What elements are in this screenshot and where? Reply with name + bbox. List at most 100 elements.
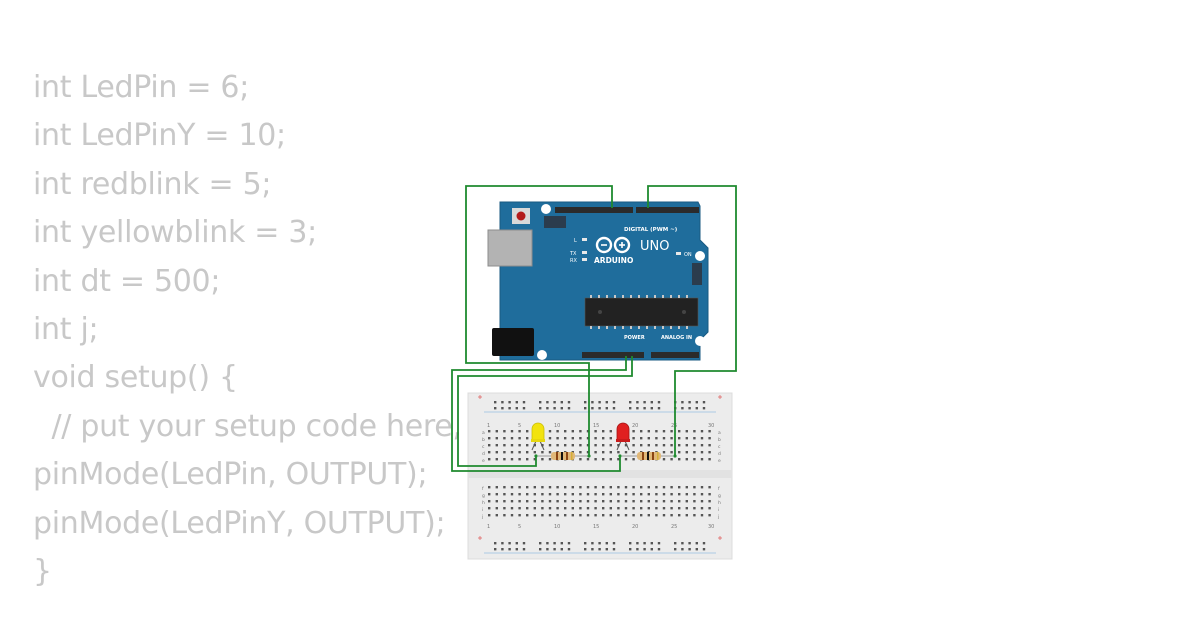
breadboard-hole — [700, 451, 704, 454]
breadboard-hole — [605, 548, 608, 551]
breadboard-hole — [584, 407, 587, 410]
mount-hole — [695, 336, 705, 346]
breadboard-hole — [586, 444, 590, 447]
row-letter: d — [482, 451, 485, 457]
breadboard-hole — [598, 548, 601, 551]
breadboard-hole — [647, 430, 650, 433]
breadboard-hole — [632, 486, 635, 489]
breadboard-hole — [609, 444, 612, 447]
breadboard-hole — [643, 548, 646, 551]
row-letter: j — [481, 514, 483, 520]
breadboard-hole — [693, 486, 696, 489]
breadboard-hole — [647, 500, 650, 503]
row-letter: j — [717, 514, 719, 520]
breadboard-hole — [602, 486, 605, 489]
breadboard-hole — [708, 444, 711, 447]
breadboard-hole — [526, 437, 529, 440]
rail-markers — [478, 395, 722, 554]
breadboard-hole — [533, 514, 536, 517]
breadboard-hole — [591, 548, 594, 551]
breadboard-hole — [579, 451, 582, 454]
breadboard-hole — [495, 451, 498, 454]
breadboard-hole — [640, 514, 643, 517]
breadboard-hole — [670, 493, 673, 496]
breadboard-hole — [640, 437, 643, 440]
breadboard-hole — [571, 430, 574, 433]
breadboard-hole — [702, 548, 706, 551]
breadboard-hole — [678, 444, 681, 447]
breadboard-hole — [643, 401, 646, 404]
circuit-diagram: 1 5 10 15 20 25 30 1 5 10 15 20 25 30 a … — [451, 185, 737, 560]
breadboard-hole — [702, 401, 706, 404]
breadboard-hole — [700, 493, 704, 496]
digital-header-label: DIGITAL (PWM ~) — [624, 227, 678, 233]
resistor — [622, 452, 673, 460]
breadboard-hole — [602, 437, 605, 440]
breadboard-hole — [700, 486, 704, 489]
breadboard-hole — [539, 401, 542, 404]
breadboard-hole — [598, 542, 601, 545]
breadboard-hole — [541, 451, 544, 454]
breadboard-hole — [640, 507, 643, 510]
code-line: int LedPin = 6; — [33, 70, 250, 105]
breadboard-hole — [670, 437, 673, 440]
breadboard-hole — [564, 514, 567, 517]
breadboard-hole — [586, 493, 590, 496]
analog-header — [651, 352, 699, 358]
breadboard-hole — [579, 486, 582, 489]
arduino-logo-icon — [595, 236, 631, 254]
breadboard-hole — [510, 444, 514, 447]
on-led — [676, 252, 681, 255]
arduino-uno-board: UNO ARDUINO DIGITAL (PWM ~) POWER ANALOG… — [487, 201, 709, 361]
code-line: int LedPinY = 10; — [33, 118, 286, 154]
column-number: 15 — [593, 524, 599, 530]
breadboard-hole — [515, 548, 518, 551]
breadboard-hole — [533, 444, 536, 447]
breadboard-hole — [510, 451, 514, 454]
breadboard-hole — [526, 451, 529, 454]
breadboard-hole — [510, 458, 514, 461]
wire-ends — [534, 454, 677, 458]
breadboard-hole — [488, 458, 491, 461]
breadboard-hole — [594, 514, 597, 517]
breadboard-hole — [662, 430, 666, 433]
breadboard-hole — [708, 514, 711, 517]
breadboard-hole — [508, 407, 511, 410]
breadboard-hole — [533, 507, 536, 510]
breadboard-hole — [579, 444, 582, 447]
breadboard-hole — [702, 542, 706, 545]
breadboard-hole — [602, 514, 605, 517]
breadboard-hole — [632, 514, 635, 517]
breadboard-hole — [571, 507, 574, 510]
breadboard-hole — [702, 407, 706, 410]
breadboard-hole — [522, 548, 526, 551]
breadboard-hole — [553, 548, 556, 551]
breadboard-hole — [693, 451, 696, 454]
breadboard-hole — [518, 437, 521, 440]
breadboard-hole — [501, 401, 504, 404]
breadboard-hole — [685, 458, 688, 461]
breadboard-hole — [685, 507, 688, 510]
breadboard-hole — [494, 542, 497, 545]
breadboard-hole — [624, 486, 628, 489]
breadboard-hole — [541, 486, 544, 489]
breadboard-hole — [571, 444, 574, 447]
breadboard-hole — [657, 548, 661, 551]
breadboard-hole — [556, 500, 559, 503]
breadboard-hole — [685, 444, 688, 447]
breadboard-hole — [657, 542, 661, 545]
row-letter: i — [718, 507, 719, 513]
breadboard-hole — [602, 451, 605, 454]
breadboard-hole — [591, 401, 594, 404]
breadboard-hole — [510, 437, 514, 440]
breadboard-hole — [662, 493, 666, 496]
breadboard-hole — [579, 500, 582, 503]
breadboard-hole — [685, 493, 688, 496]
breadboard-hole — [571, 486, 574, 489]
breadboard-hole — [700, 430, 704, 433]
breadboard-hole — [560, 407, 563, 410]
breadboard-hole — [643, 542, 646, 545]
breadboard-hole — [693, 514, 696, 517]
breadboard-hole — [526, 458, 529, 461]
breadboard-hole — [501, 407, 504, 410]
